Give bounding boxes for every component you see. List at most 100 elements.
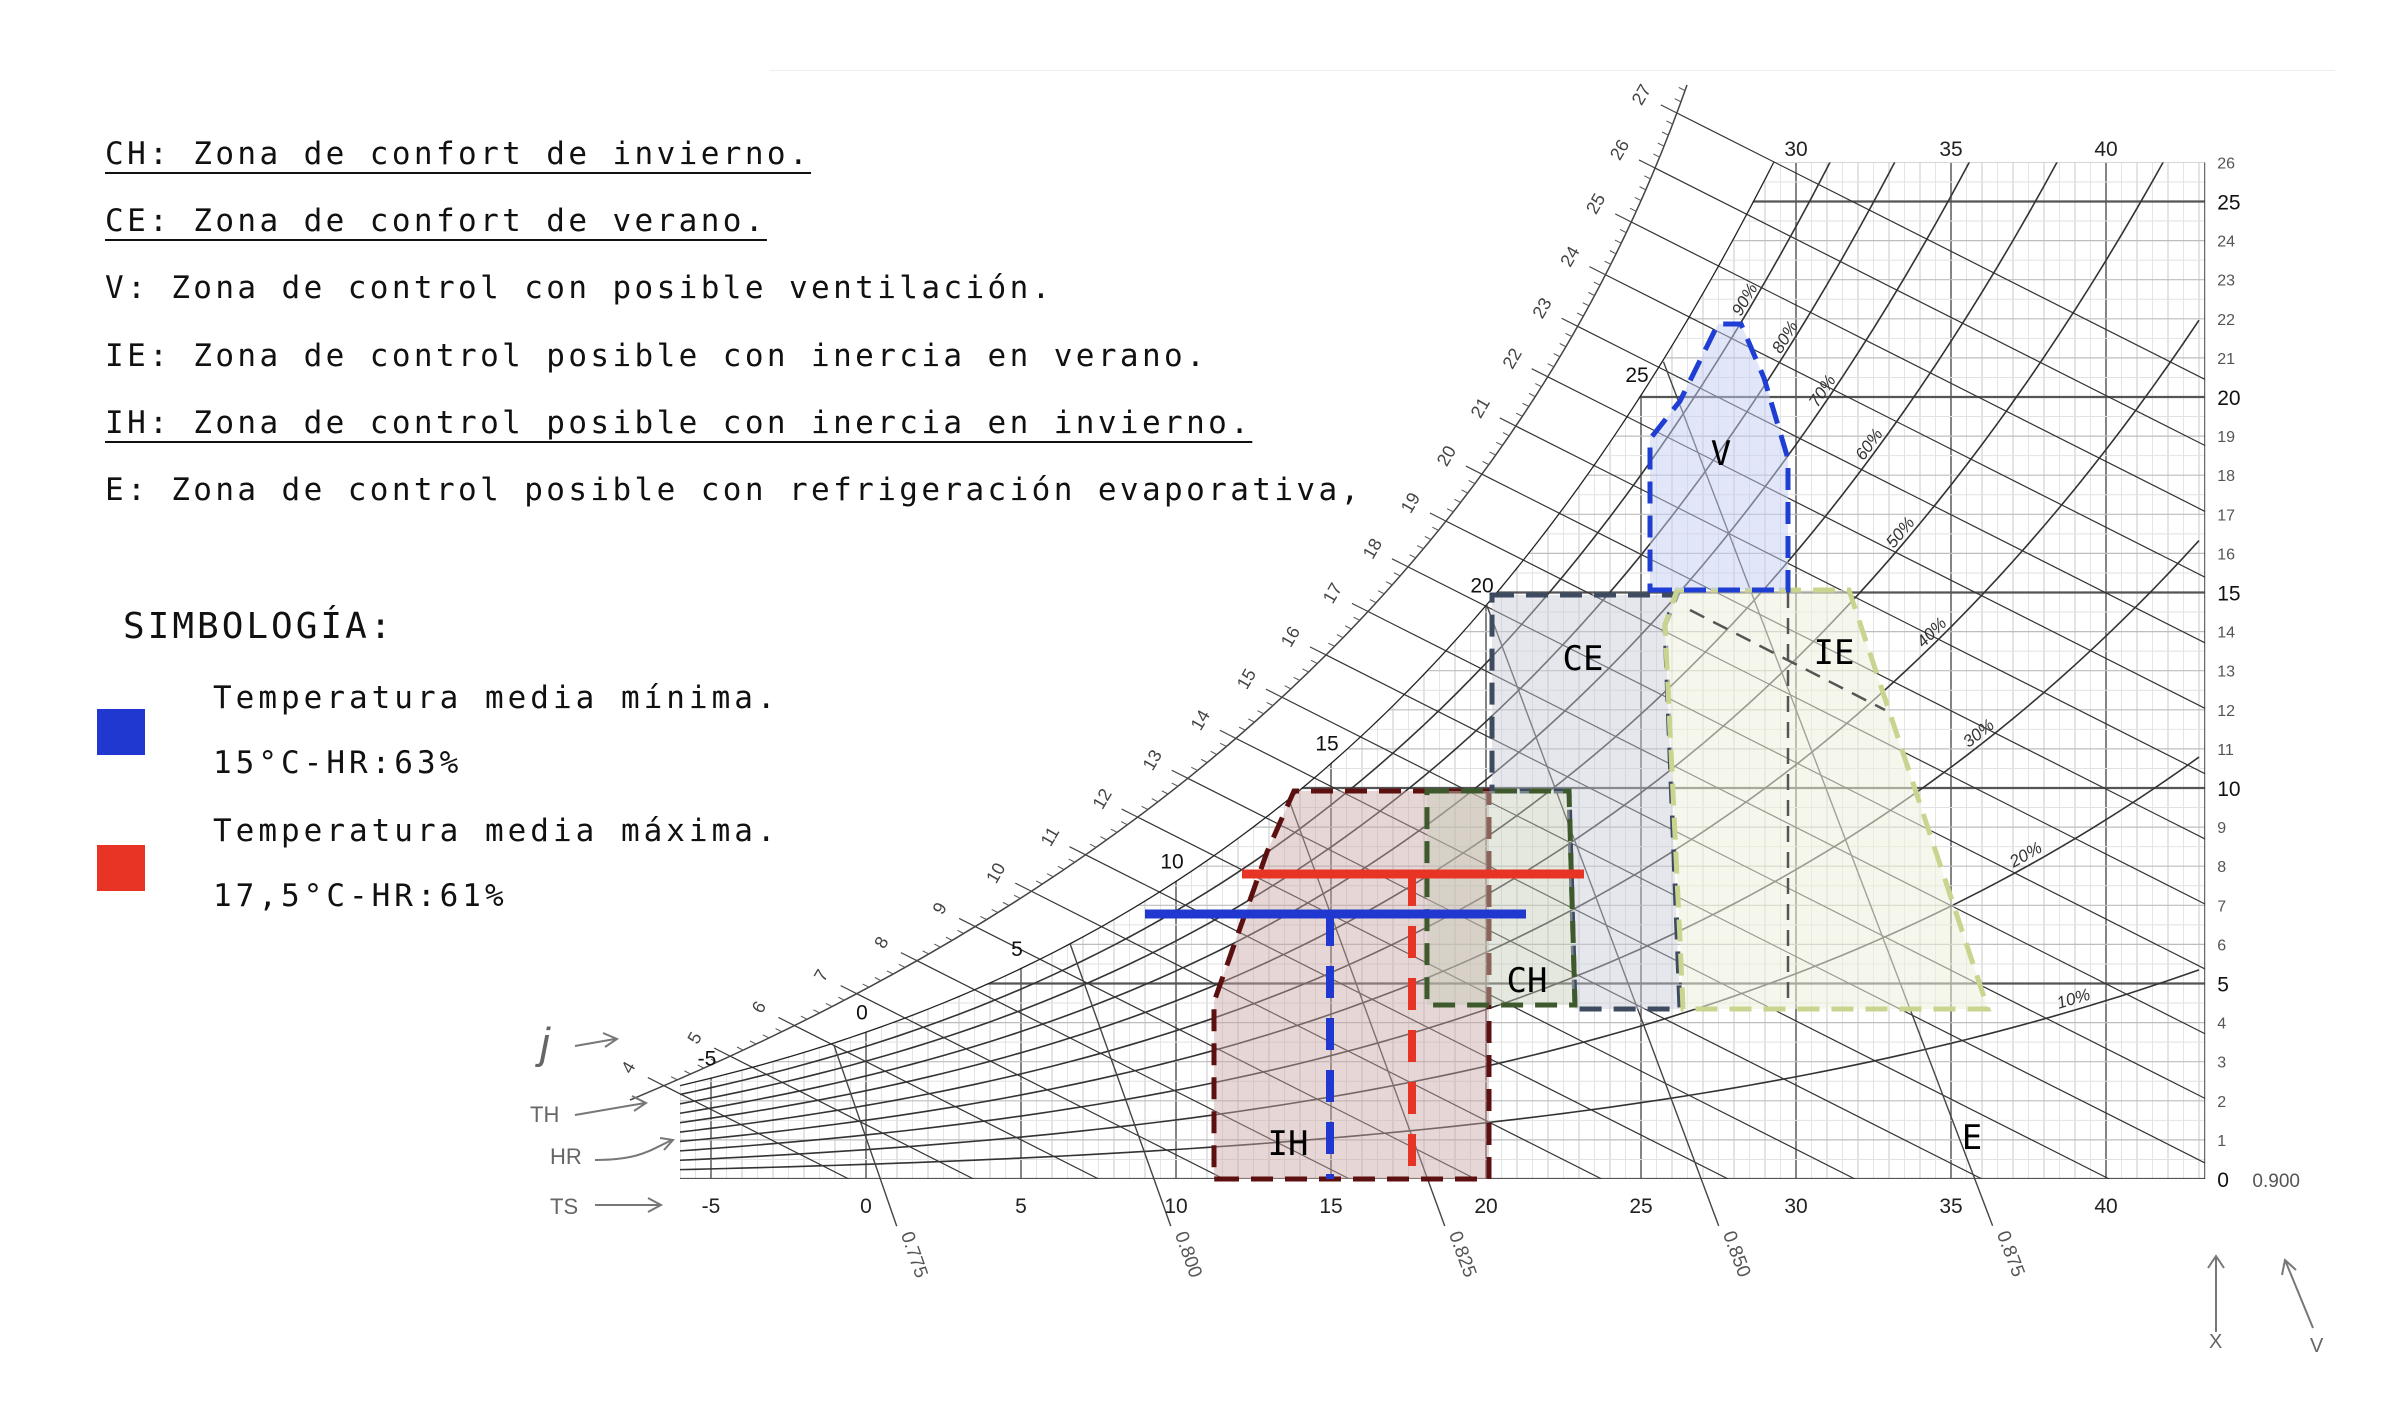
arrow-x xyxy=(2207,1254,2225,1332)
wet-bulb-label: 20 xyxy=(1470,575,1493,598)
enthalpy-minor-tick xyxy=(1210,750,1218,755)
humidity-tick-label: 22 xyxy=(2217,312,2235,329)
enthalpy-label: 23 xyxy=(1528,294,1555,321)
rh-curve xyxy=(680,969,2200,1171)
top-tick-label: 30 xyxy=(1784,138,1807,161)
rh-curve xyxy=(680,162,2200,1133)
enthalpy-tick xyxy=(1561,317,1578,327)
enthalpy-minor-tick xyxy=(1559,343,1567,348)
wet-bulb-label: 10 xyxy=(1160,851,1183,874)
humidity-tick-label: 4 xyxy=(2217,1016,2226,1033)
humidity-tick-label: 21 xyxy=(2217,351,2235,368)
enthalpy-minor-tick xyxy=(1310,659,1318,664)
enthalpy-minor-tick xyxy=(697,1064,705,1069)
min-temp-value: 15°C-HR:63% xyxy=(213,745,463,781)
enthalpy-label: 14 xyxy=(1187,706,1214,733)
enthalpy-minor-tick xyxy=(1191,766,1198,771)
wet-bulb-label: 15 xyxy=(1315,733,1338,756)
rh-label: 60% xyxy=(1851,425,1886,464)
enthalpy-tick xyxy=(1531,368,1549,378)
enthalpy-label: 19 xyxy=(1397,489,1424,516)
zone-v xyxy=(1647,321,1791,593)
enthalpy-minor-tick xyxy=(945,936,953,941)
enthalpy-label: 24 xyxy=(1556,243,1583,270)
enthalpy-minor-tick xyxy=(1344,625,1352,630)
enthalpy-minor-tick xyxy=(1068,858,1076,863)
enthalpy-tick xyxy=(1465,465,1483,475)
zone-label-ce: CE xyxy=(1563,639,1604,679)
volume-label: 0.825 xyxy=(1444,1228,1480,1280)
enthalpy-minor-tick xyxy=(1266,701,1274,707)
enthalpy-tick xyxy=(1121,808,1138,818)
enthalpy-minor-tick xyxy=(1013,894,1021,899)
enthalpy-minor-tick xyxy=(1482,461,1490,466)
enthalpy-label: 25 xyxy=(1582,190,1609,217)
enthalpy-label: 9 xyxy=(928,899,950,918)
enthalpy-label: 12 xyxy=(1088,785,1115,812)
enthalpy-line xyxy=(1577,325,2206,644)
enthalpy-label: 20 xyxy=(1433,442,1460,469)
enthalpy-line xyxy=(794,1024,1099,1179)
enthalpy-minor-tick xyxy=(1678,87,1686,92)
humidity-tick-label: 11 xyxy=(2217,742,2234,759)
enthalpy-tick xyxy=(1171,769,1189,779)
enthalpy-minor-tick xyxy=(1141,805,1149,810)
dry-bulb-tick-label: 40 xyxy=(2094,1195,2117,1218)
zone-label-v: V xyxy=(1711,434,1731,474)
enthalpy-minor-tick xyxy=(825,1002,833,1008)
enthalpy-line xyxy=(1235,737,2110,1179)
enthalpy-minor-tick xyxy=(1424,535,1432,541)
enthalpy-minor-tick xyxy=(1100,836,1107,841)
arrow-ts xyxy=(595,1197,664,1213)
enthalpy-minor-tick xyxy=(1639,186,1647,191)
rh-label: 80% xyxy=(1768,318,1802,357)
enthalpy-label: 22 xyxy=(1499,345,1526,372)
enthalpy-minor-tick xyxy=(1120,821,1128,826)
enthalpy-minor-tick xyxy=(922,950,930,955)
wet-bulb-label: 0 xyxy=(856,1002,868,1025)
enthalpy-minor-tick xyxy=(1674,98,1682,103)
enthalpy-minor-tick xyxy=(1582,302,1590,307)
enthalpy-tick xyxy=(1638,159,1656,169)
enthalpy-line xyxy=(1676,112,2206,381)
dry-bulb-tick-label: 25 xyxy=(1629,1195,1652,1218)
enthalpy-tick xyxy=(1589,266,1606,276)
enthalpy-label: 26 xyxy=(1606,136,1633,163)
enthalpy-minor-tick xyxy=(670,1076,678,1081)
enthalpy-minor-tick xyxy=(898,963,906,968)
enthalpy-minor-tick xyxy=(1461,489,1469,494)
humidity-tick-label: 5 xyxy=(2217,974,2229,997)
arrow-v xyxy=(2281,1258,2314,1329)
axis-name-x: X xyxy=(2209,1331,2222,1353)
enthalpy-minor-tick xyxy=(980,916,987,921)
enthalpy-minor-tick xyxy=(838,996,845,1001)
top-tick-label: 35 xyxy=(1939,138,1962,161)
zone-ie xyxy=(1662,587,1992,1012)
humidity-tick-label: 9 xyxy=(2217,820,2226,837)
top-divider xyxy=(770,70,2335,71)
enthalpy-minor-tick xyxy=(1257,710,1265,715)
enthalpy-minor-tick xyxy=(1535,383,1542,388)
enthalpy-minor-tick xyxy=(1336,634,1344,639)
enthalpy-minor-tick xyxy=(1161,790,1169,795)
enthalpy-minor-tick xyxy=(1293,676,1301,681)
humidity-tick-label: 8 xyxy=(2217,859,2226,876)
humidity-tick-label: 16 xyxy=(2217,546,2235,563)
enthalpy-line xyxy=(729,1055,974,1179)
enthalpy-tick xyxy=(958,917,976,928)
volume-line xyxy=(833,1045,898,1227)
wet-bulb-label: -5 xyxy=(698,1047,717,1070)
legend-ch: CH: Zona de confort de invierno. xyxy=(105,136,812,172)
enthalpy-minor-tick xyxy=(684,1070,691,1075)
enthalpy-label: 18 xyxy=(1359,535,1386,562)
volume-label: 0.900 xyxy=(2252,1171,2300,1192)
enthalpy-label: 16 xyxy=(1277,623,1304,650)
enthalpy-minor-tick xyxy=(1614,239,1622,244)
enthalpy-minor-tick xyxy=(1369,599,1377,604)
arrow-hr xyxy=(594,1137,675,1161)
symbology-title: SIMBOLOGÍA: xyxy=(123,606,395,647)
enthalpy-tick xyxy=(713,1047,731,1057)
enthalpy-minor-tick xyxy=(1653,153,1660,158)
humidity-tick-label: 20 xyxy=(2217,387,2240,410)
